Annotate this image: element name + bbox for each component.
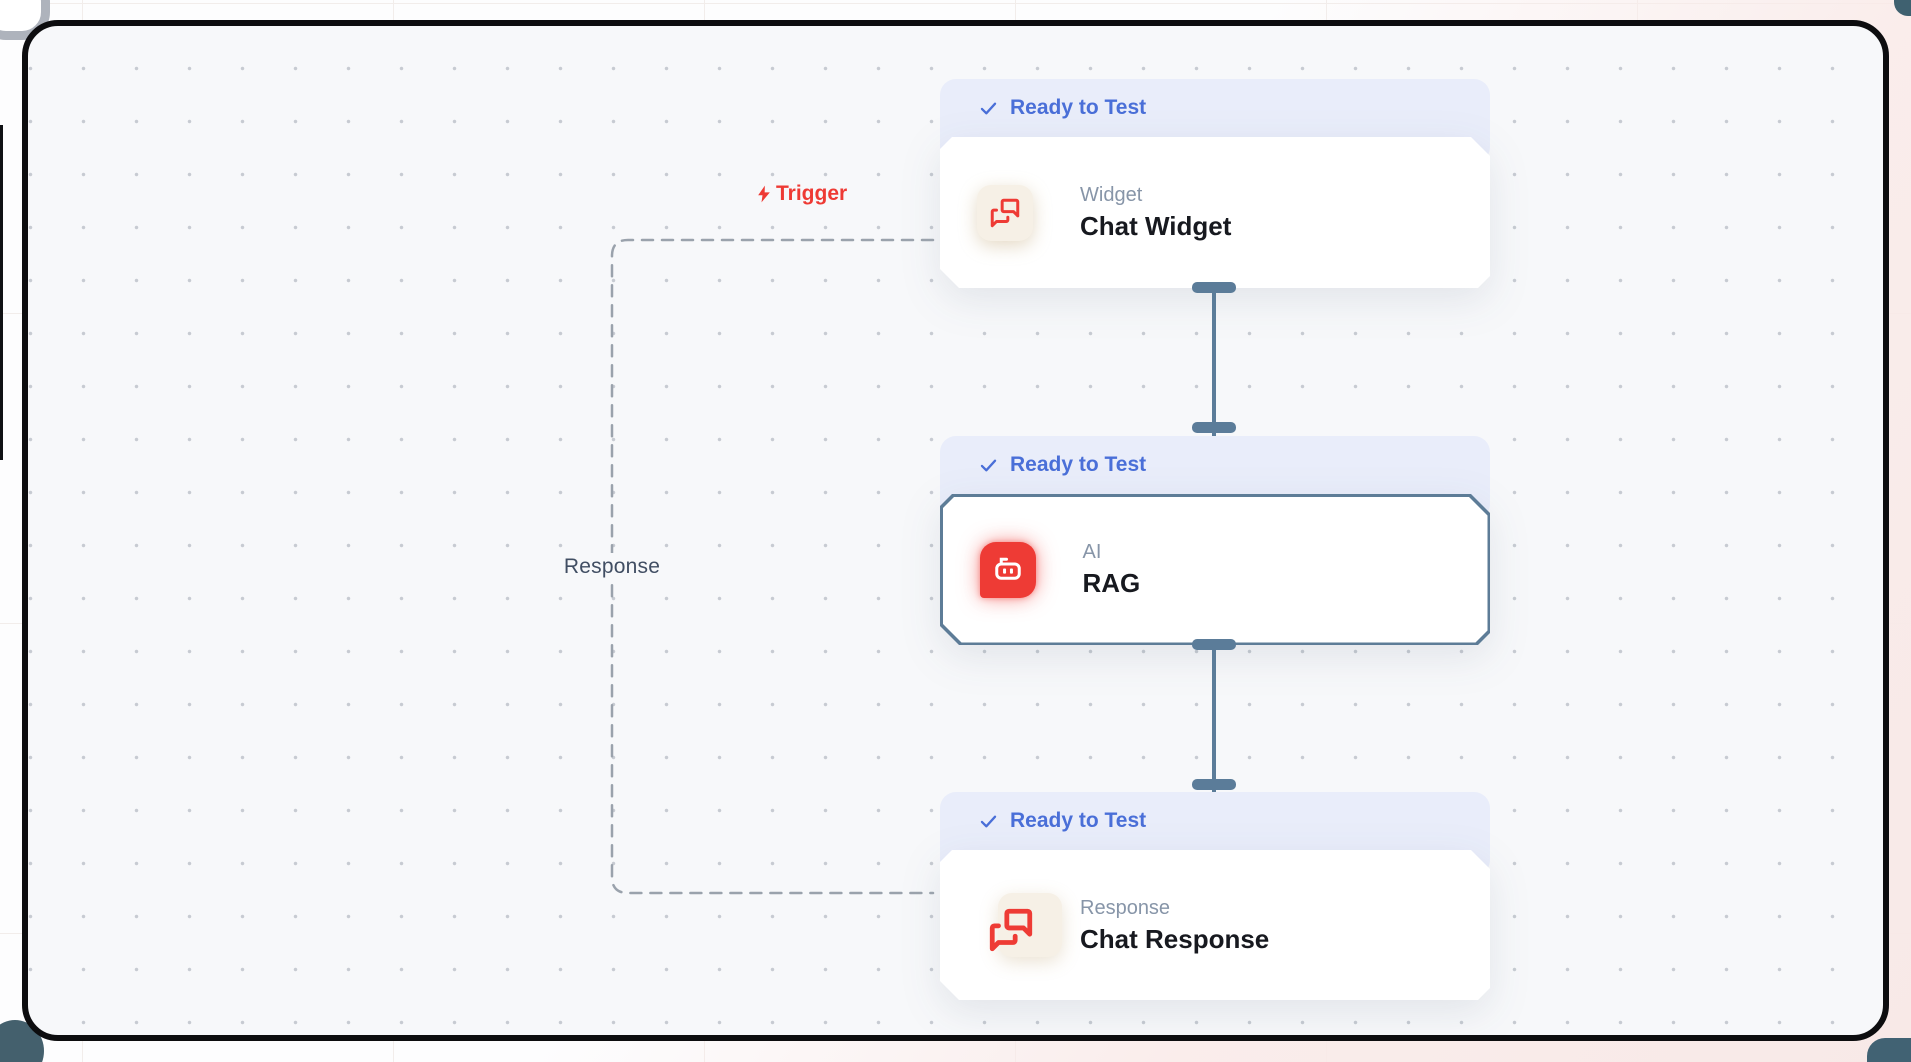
node-chat-response[interactable]: Ready to Test Response Chat Response (940, 792, 1490, 1000)
flow-canvas[interactable]: Trigger Response Ready to Test (22, 20, 1889, 1041)
background-panel-edge (0, 125, 3, 460)
node-card[interactable]: AI RAG (943, 497, 1488, 643)
trigger-edge-label-text: Trigger (776, 182, 848, 205)
response-edge-label: Response (555, 553, 669, 581)
node-title: Chat Widget (1080, 211, 1232, 242)
check-icon (980, 815, 997, 827)
node-status-text: Ready to Test (1010, 809, 1147, 832)
node-category: AI (1082, 541, 1102, 564)
response-edge-label-text: Response (563, 555, 661, 578)
node-card[interactable]: Widget Chat Widget (940, 137, 1490, 288)
trigger-edge-label: Trigger (754, 182, 847, 206)
robot-icon (990, 552, 1026, 588)
node-icon-box (998, 893, 1062, 957)
connection-handle-chat-response-top[interactable] (1192, 779, 1236, 790)
node-category: Widget (1080, 184, 1143, 207)
connection-handle-rag-top[interactable] (1192, 422, 1236, 433)
node-status-text: Ready to Test (1010, 96, 1147, 119)
node-icon-box (980, 542, 1036, 598)
check-icon (980, 459, 997, 471)
node-chat-widget[interactable]: Ready to Test Widget Chat Widget (940, 79, 1490, 288)
chat-messages-icon (986, 905, 1036, 955)
background-teal-corner-top-right (1894, 0, 1911, 16)
node-rag[interactable]: Ready to Test AI RAG (940, 436, 1490, 645)
node-card[interactable]: Response Chat Response (940, 850, 1490, 1000)
chat-messages-icon (988, 196, 1022, 230)
node-category: Response (1080, 896, 1171, 919)
node-title: RAG (1082, 568, 1141, 599)
node-status-text: Ready to Test (1010, 453, 1147, 476)
background-teal-corner-bottom-right (1867, 1038, 1911, 1062)
node-title: Chat Response (1080, 923, 1270, 954)
lightning-bolt-icon (758, 185, 770, 203)
check-icon (980, 102, 997, 114)
node-icon-box (977, 185, 1033, 241)
